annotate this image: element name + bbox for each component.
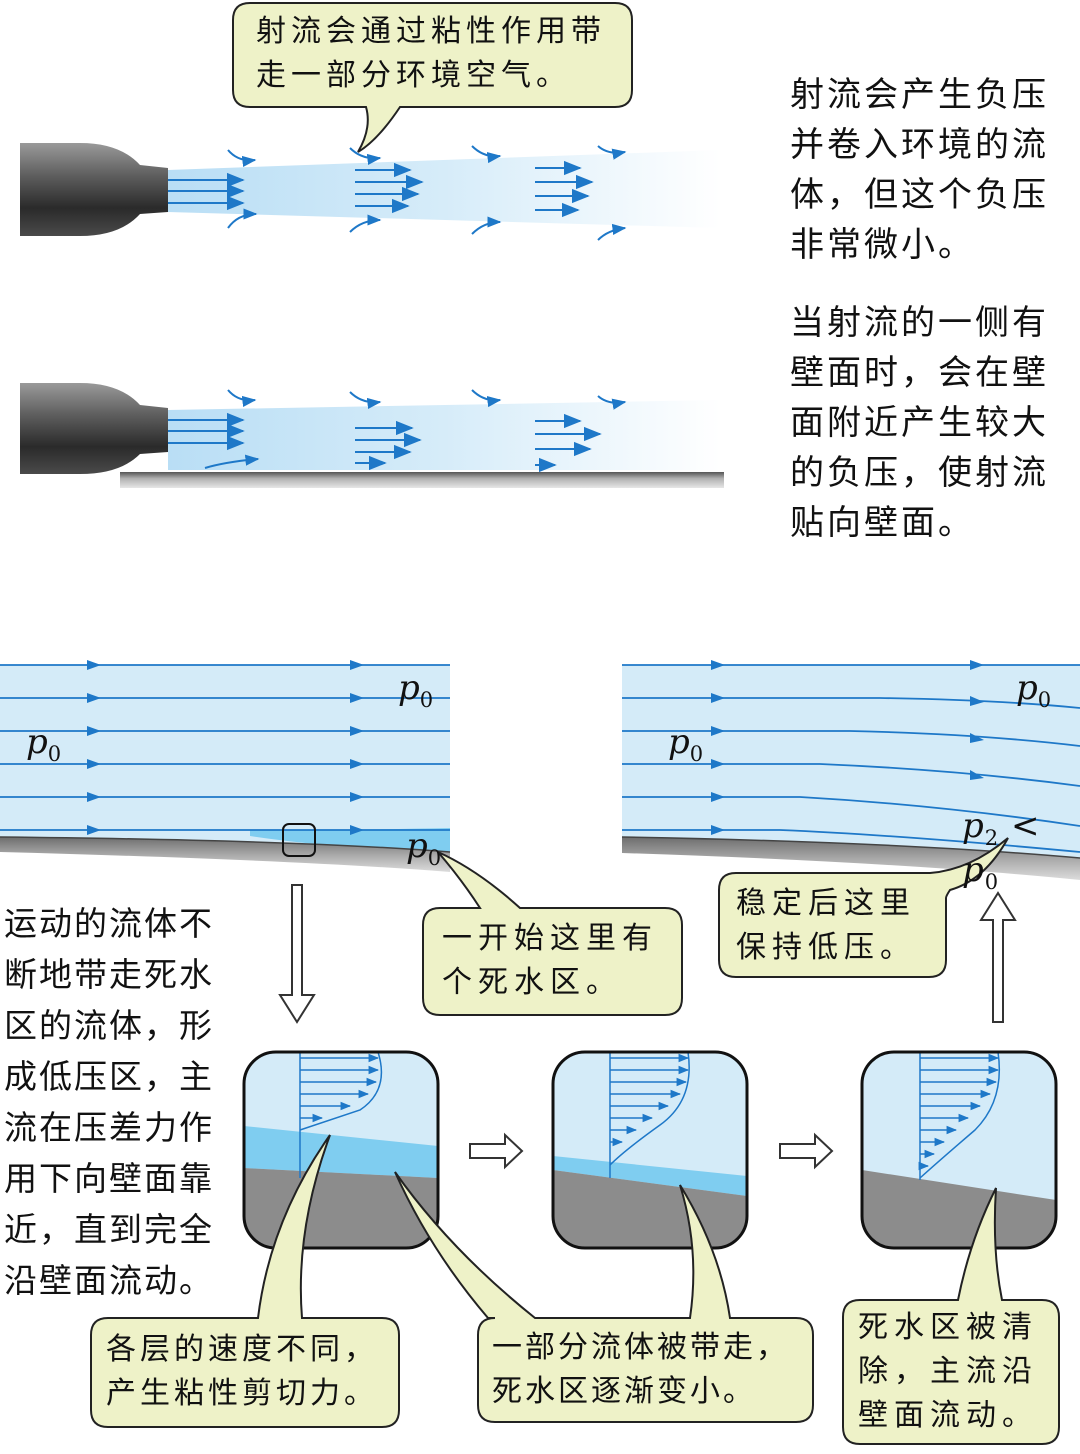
up-arrow bbox=[979, 891, 1017, 1023]
callout-carried bbox=[394, 1171, 814, 1423]
callout-carried-text: 一部分流体被带走， 死水区逐渐变小。 bbox=[492, 1330, 789, 1409]
pressure-label-p0-left-mid: p0 bbox=[26, 722, 62, 766]
nozzle-mid bbox=[20, 383, 168, 474]
callout-stable bbox=[718, 837, 1009, 978]
right-arrow-2 bbox=[779, 1132, 834, 1170]
pressure-label-p0-left-top: p0 bbox=[398, 668, 434, 712]
callout-top bbox=[232, 2, 633, 153]
callout-cleared bbox=[842, 1187, 1060, 1445]
wall-mid bbox=[120, 472, 724, 488]
callout-dead-zone-text: 一开始这里有 个死水区。 bbox=[442, 921, 658, 1000]
pressure-label-p0-right-top: p0 bbox=[1016, 668, 1052, 712]
right-arrow-1 bbox=[469, 1132, 524, 1170]
zoom-marker bbox=[282, 823, 316, 857]
callout-cleared-text: 死水区被清 除，主流沿 壁面流动。 bbox=[858, 1310, 1038, 1433]
right-top-text: 射流会产生负压 并卷入环境的流 体，但这个负压 非常微小。 bbox=[790, 75, 1049, 265]
pressure-label-p2-lt-p0: p2 < p0 bbox=[962, 806, 1041, 894]
initial-flow-panel bbox=[0, 660, 451, 872]
zoom-box-2 bbox=[551, 1050, 749, 1250]
callout-shear-text: 各层的速度不同， 产生粘性剪切力。 bbox=[106, 1332, 378, 1411]
wall-jet-diagram bbox=[20, 383, 724, 488]
right-mid-text: 当射流的一侧有 壁面时，会在壁 面附近产生较大 的负压，使射流 贴向壁面。 bbox=[790, 303, 1049, 543]
pressure-label-p0-left-bottom: p0 bbox=[406, 826, 442, 870]
callout-dead-zone bbox=[422, 851, 683, 1016]
callout-top-text: 射流会通过粘性作用带 走一部分环境空气。 bbox=[256, 14, 606, 93]
free-jet-diagram bbox=[20, 143, 720, 241]
jet-plume-top bbox=[168, 150, 720, 228]
callout-shear bbox=[90, 1134, 400, 1428]
callout-stable-text: 稳定后这里 保持低压。 bbox=[736, 886, 916, 965]
zoom-box-3 bbox=[860, 1050, 1058, 1250]
zoom-box-1 bbox=[242, 1050, 440, 1250]
pressure-label-p0-right-mid: p0 bbox=[668, 722, 704, 766]
dead-zone-region bbox=[250, 828, 450, 853]
down-arrow bbox=[278, 884, 316, 1024]
left-side-text: 运动的流体不 断地带走死水 区的流体，形 成低压区，主 流在压差力作 用下向壁面… bbox=[4, 904, 214, 1300]
nozzle-top bbox=[20, 143, 168, 236]
